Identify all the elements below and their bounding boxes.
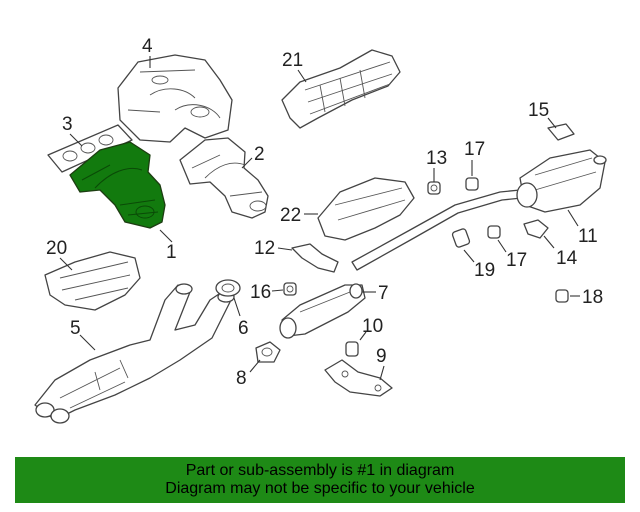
callout-17-upper: 17	[464, 139, 485, 160]
callout-16: 16	[250, 282, 271, 303]
callout-18: 18	[582, 287, 603, 308]
part-22-heat-shield[interactable]	[317, 177, 415, 241]
banner-line-2: Diagram may not be specific to your vehi…	[165, 480, 475, 497]
exhaust-parts-diagram: 4 3 1 2 21 20	[34, 36, 607, 424]
part-13-hanger[interactable]	[427, 181, 441, 195]
callout-12: 12	[254, 238, 275, 259]
part-12-bracket[interactable]	[291, 243, 339, 273]
callout-5: 5	[70, 318, 81, 339]
callout-17-lower: 17	[506, 250, 527, 271]
info-banner: Part or sub-assembly is #1 in diagram Di…	[15, 457, 625, 503]
callout-8: 8	[236, 368, 247, 389]
callout-15: 15	[528, 100, 549, 121]
part-3-gasket[interactable]	[47, 124, 133, 173]
part-16-hanger[interactable]	[283, 282, 297, 296]
part-17-hanger-upper[interactable]	[465, 177, 479, 191]
part-17-hanger-lower[interactable]	[487, 225, 501, 239]
part-14-bracket[interactable]	[523, 219, 549, 239]
callout-20: 20	[46, 238, 67, 259]
part-8-gasket[interactable]	[255, 341, 281, 363]
callout-13: 13	[426, 148, 447, 169]
part-18-hanger[interactable]	[555, 289, 569, 303]
callout-10: 10	[362, 316, 383, 337]
part-11-rear-muffler[interactable]	[516, 149, 607, 213]
part-10-rubber-mount[interactable]	[345, 341, 359, 357]
part-20-heat-shield[interactable]	[44, 251, 141, 311]
callout-1: 1	[166, 242, 177, 263]
callout-11: 11	[578, 226, 598, 247]
part-21-heat-shield[interactable]	[281, 49, 401, 129]
part-9-bracket[interactable]	[324, 359, 393, 397]
part-1-exhaust-manifold-catalyst[interactable]	[69, 141, 166, 229]
part-6-gasket[interactable]	[215, 279, 241, 297]
banner-line-1: Part or sub-assembly is #1 in diagram	[185, 462, 455, 479]
part-7-center-muffler[interactable]	[279, 283, 366, 339]
part-19-clamp[interactable]	[451, 228, 471, 248]
callout-22: 22	[280, 205, 301, 226]
callout-9: 9	[376, 346, 387, 367]
part-15-bracket[interactable]	[547, 123, 575, 141]
part-2-manifold-catalyst[interactable]	[179, 137, 269, 219]
callout-19: 19	[474, 260, 495, 281]
part-4-heat-shield[interactable]	[117, 54, 233, 143]
callout-3: 3	[62, 114, 73, 135]
callout-2: 2	[254, 144, 265, 165]
callout-4: 4	[142, 36, 153, 57]
callout-14: 14	[556, 248, 578, 269]
callout-6: 6	[238, 318, 249, 339]
callout-7: 7	[378, 283, 389, 304]
callout-21: 21	[282, 50, 303, 71]
